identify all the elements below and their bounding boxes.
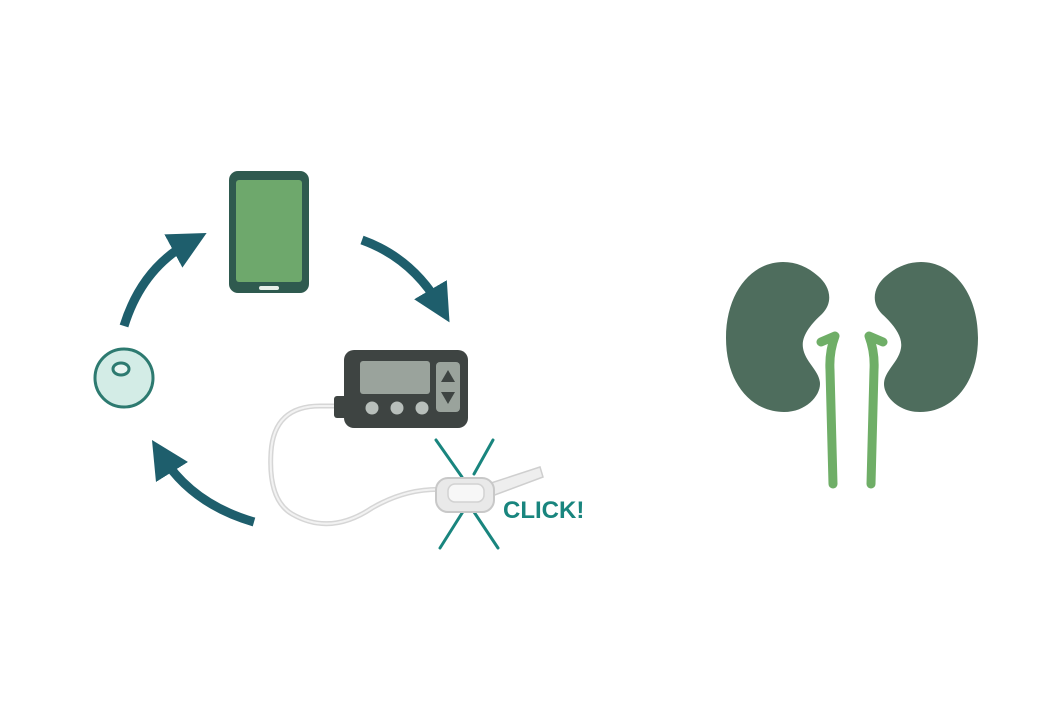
kidney-left (726, 262, 830, 412)
click-label: CLICK! (503, 497, 584, 524)
sensor-disc (93, 347, 155, 409)
arrow-sensor-to-tablet (119, 232, 207, 328)
pump-screen (360, 361, 430, 394)
tablet-home-button (259, 286, 279, 290)
burst-line-2 (472, 438, 495, 476)
pump-up-arrow-icon (441, 370, 455, 382)
pump-arrow-pad (436, 362, 460, 412)
glucose-sensor-icon (93, 347, 155, 409)
pump-button-3 (415, 401, 429, 415)
tablet-screen (236, 180, 302, 282)
sensor-center (111, 361, 131, 377)
click-burst (434, 438, 500, 550)
kidney-right (874, 262, 978, 412)
pump-button-2 (390, 401, 404, 415)
infusion-set-icon (435, 466, 544, 513)
ureter-right (864, 331, 888, 489)
burst-line-3 (438, 508, 466, 550)
pump-button-1 (365, 401, 379, 415)
ureter-left (816, 331, 840, 489)
insulin-pump-icon (334, 350, 468, 428)
infusion-cannula (487, 466, 544, 497)
arrow-tablet-to-pump (360, 235, 450, 323)
kidneys-icon (726, 262, 978, 489)
pump-down-arrow-icon (441, 392, 455, 404)
tablet-icon (229, 171, 309, 293)
arrow-infusion-to-sensor (151, 439, 256, 527)
cycle-arrows (119, 232, 450, 527)
infusion-top (447, 483, 485, 503)
insulin-tubing-inner (269, 405, 451, 525)
burst-line-4 (472, 510, 500, 550)
burst-line-1 (434, 438, 464, 479)
